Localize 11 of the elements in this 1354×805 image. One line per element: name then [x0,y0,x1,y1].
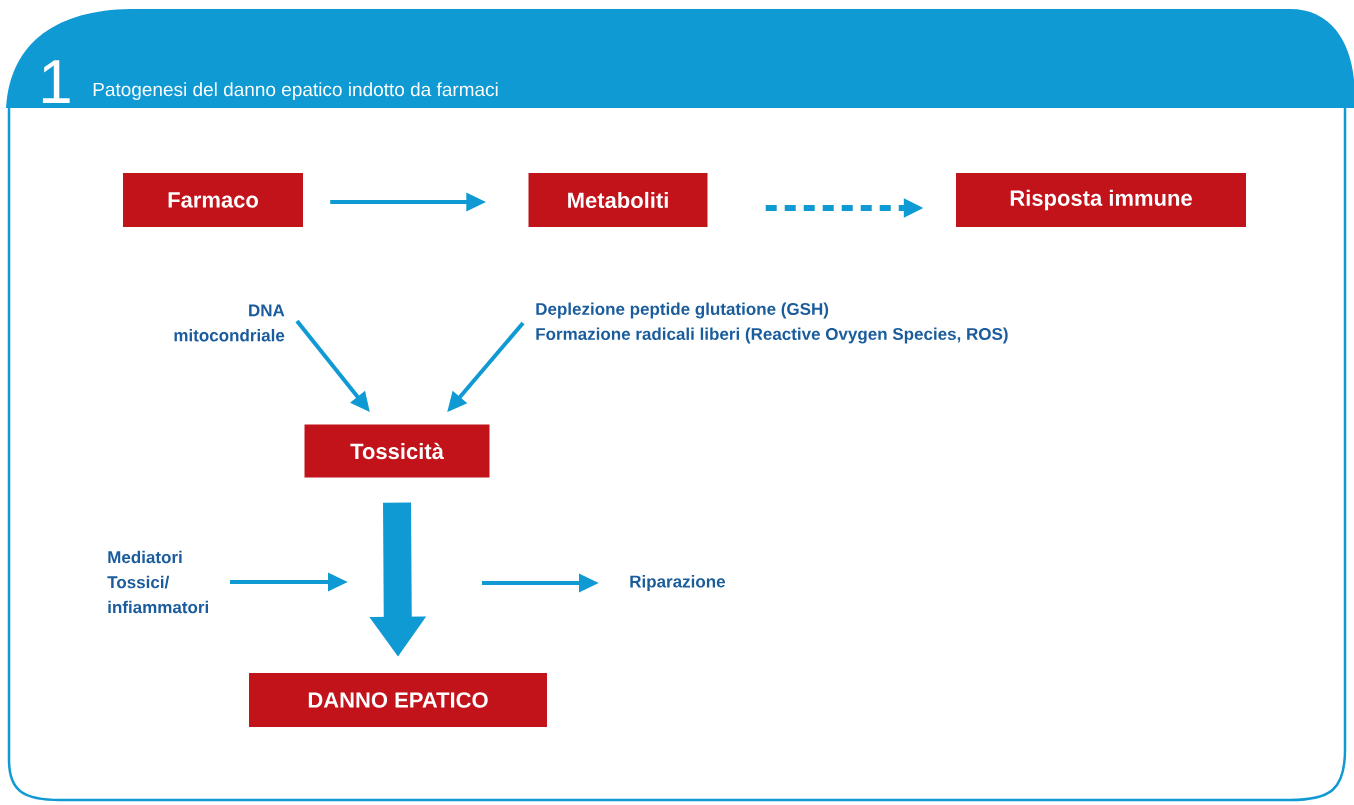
process-box: Tossicità [304,424,490,478]
process-box: Metaboliti [528,173,708,227]
section-number: 1 [42,60,70,103]
cause-text: Riparazione [630,575,725,591]
process-box: Farmaco [123,173,303,227]
title: Patogenesi del danno epatico indotto da farmaci [93,82,498,100]
cause-text: DNA mitocondriale [174,304,285,342]
cause-text: Mediatori Tossici/ infiammatori [107,550,208,614]
process-box: Risposta immune [956,173,1246,227]
process-box: DANNO EPATICO [249,673,547,727]
cause-text: Deplezione peptide glutatione (GSH) Formazione radicali liberi (Reactive Ovygen Species, ROS) [536,302,1008,344]
